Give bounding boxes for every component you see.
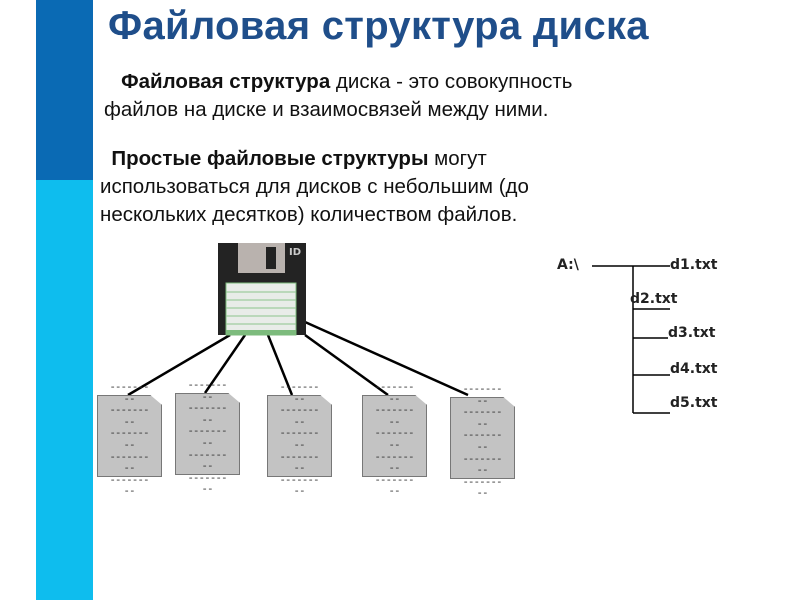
tree-file: d5.txt <box>670 395 718 411</box>
dash-line: -- <box>476 393 488 407</box>
dash-line: -- <box>388 437 400 451</box>
text: могут <box>428 147 487 170</box>
dash-line: ------- <box>462 428 502 442</box>
dash-line: -- <box>476 416 488 430</box>
dash-line: ------- <box>279 449 319 463</box>
dash-line: -- <box>123 437 135 451</box>
dash-line: -- <box>201 459 213 473</box>
dash-line: -- <box>201 412 213 426</box>
floppy-disk-icon <box>218 243 306 336</box>
tree-file: d4.txt <box>670 361 718 377</box>
dash-line: ------- <box>374 380 414 393</box>
sidebar-accent-light <box>36 180 93 600</box>
dash-line: ------- <box>109 472 149 486</box>
dash-line: ------- <box>109 426 149 440</box>
dash-line: ------- <box>462 451 502 465</box>
dash-line: ------- <box>279 380 319 393</box>
dash-line: -- <box>476 463 488 477</box>
term: Простые файловые структуры <box>111 147 429 170</box>
dash-line: ------- <box>374 449 414 463</box>
dash-line: ------- <box>109 403 149 417</box>
file-content-dashes: ----------------------------------------… <box>359 381 429 497</box>
tree-file: d3.txt <box>668 325 716 341</box>
dash-line: -- <box>293 414 305 428</box>
dash-line: ------- <box>187 378 227 391</box>
floppy-label: ID <box>289 247 302 258</box>
dash-line: -- <box>123 484 135 498</box>
dash-line: ------- <box>187 401 227 415</box>
dash-line: ------- <box>462 474 502 488</box>
tree-file: d1.txt <box>670 257 718 273</box>
dash-line: ------- <box>187 447 227 461</box>
dash-line: -- <box>201 482 213 496</box>
dash-line: -- <box>476 486 488 500</box>
dash-line: ------- <box>374 426 414 440</box>
file-document-icon <box>362 395 427 477</box>
file-content-dashes: ----------------------------------------… <box>447 383 517 499</box>
dash-line: -- <box>123 414 135 428</box>
text: файлов на диске и взаимосвязей между ним… <box>104 98 549 121</box>
dash-line: -- <box>293 484 305 498</box>
file-content-dashes: ----------------------------------------… <box>172 379 242 495</box>
text: нескольких десятков) количеством файлов. <box>100 203 518 226</box>
term: Файловая структура <box>121 70 331 93</box>
dash-line: -- <box>201 435 213 449</box>
dash-line: -- <box>201 389 213 403</box>
dash-line: ------- <box>279 426 319 440</box>
dash-line: ------- <box>109 449 149 463</box>
file-content-dashes: ----------------------------------------… <box>94 381 164 497</box>
dash-line: ------- <box>187 470 227 484</box>
dash-line: -- <box>293 391 305 405</box>
dash-line: ------- <box>187 424 227 438</box>
dash-line: -- <box>388 414 400 428</box>
definition-paragraph: Файловая структура диска - это совокупно… <box>104 68 572 124</box>
tree-file: d2.txt <box>630 291 678 307</box>
file-document-icon <box>97 395 162 477</box>
dash-line: ------- <box>109 380 149 393</box>
dash-line: -- <box>388 461 400 475</box>
text: использоваться для дисков с небольшим (д… <box>100 175 529 198</box>
file-content-dashes: ----------------------------------------… <box>264 381 334 497</box>
dash-line: -- <box>476 439 488 453</box>
dash-line: ------- <box>279 472 319 486</box>
slide-title: Файловая структура диска <box>108 4 649 48</box>
file-document-icon <box>450 397 515 479</box>
file-document-icon <box>267 395 332 477</box>
dash-line: ------- <box>462 382 502 395</box>
simple-structures-paragraph: Простые файловые структуры могут использ… <box>100 145 529 229</box>
text: диска - это совокупность <box>330 70 573 93</box>
dash-line: -- <box>388 391 400 405</box>
file-document-icon <box>175 393 240 475</box>
dash-line: ------- <box>462 405 502 419</box>
dash-line: -- <box>123 461 135 475</box>
dash-line: -- <box>293 461 305 475</box>
dash-line: ------- <box>374 472 414 486</box>
dash-line: -- <box>388 484 400 498</box>
dash-line: ------- <box>279 403 319 417</box>
sidebar-accent-dark <box>36 0 93 180</box>
tree-root: A:\ <box>557 257 579 273</box>
dash-line: -- <box>293 437 305 451</box>
dash-line: ------- <box>374 403 414 417</box>
dash-line: -- <box>123 391 135 405</box>
